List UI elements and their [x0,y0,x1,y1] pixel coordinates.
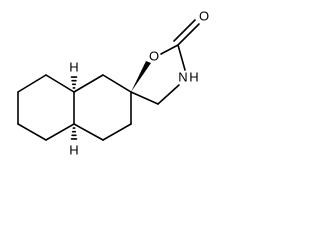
bond [45,123,75,141]
bottom-hashed-bond [70,127,78,140]
top-hashed-bond [70,76,78,89]
nitrogen-label: N [178,70,187,85]
bond [17,123,47,141]
bond [73,74,104,93]
bottom-ring-fusion-hydrogen-label: H [69,143,78,158]
bond [130,91,159,105]
stereo-wedge [131,61,151,92]
nitrogen-hydrogen-label: H [189,70,198,85]
ring-oxygen-label: O [149,49,159,64]
carbonyl-oxygen-label: O [199,9,209,24]
bond [45,74,75,93]
left-ring [17,74,75,141]
oxazolidinone-ring [130,19,200,105]
bond [157,84,180,105]
molecule-structure: O O N H H H [17,9,209,158]
top-ring-fusion-hydrogen-label: H [69,60,78,75]
bond [177,44,186,71]
bond [102,74,132,93]
bond [160,44,179,55]
carbonyl-bond [173,19,196,42]
right-ring [73,74,132,141]
bond [73,123,104,141]
bond [17,74,47,93]
bond [102,123,132,141]
carbonyl-bond [177,23,200,46]
